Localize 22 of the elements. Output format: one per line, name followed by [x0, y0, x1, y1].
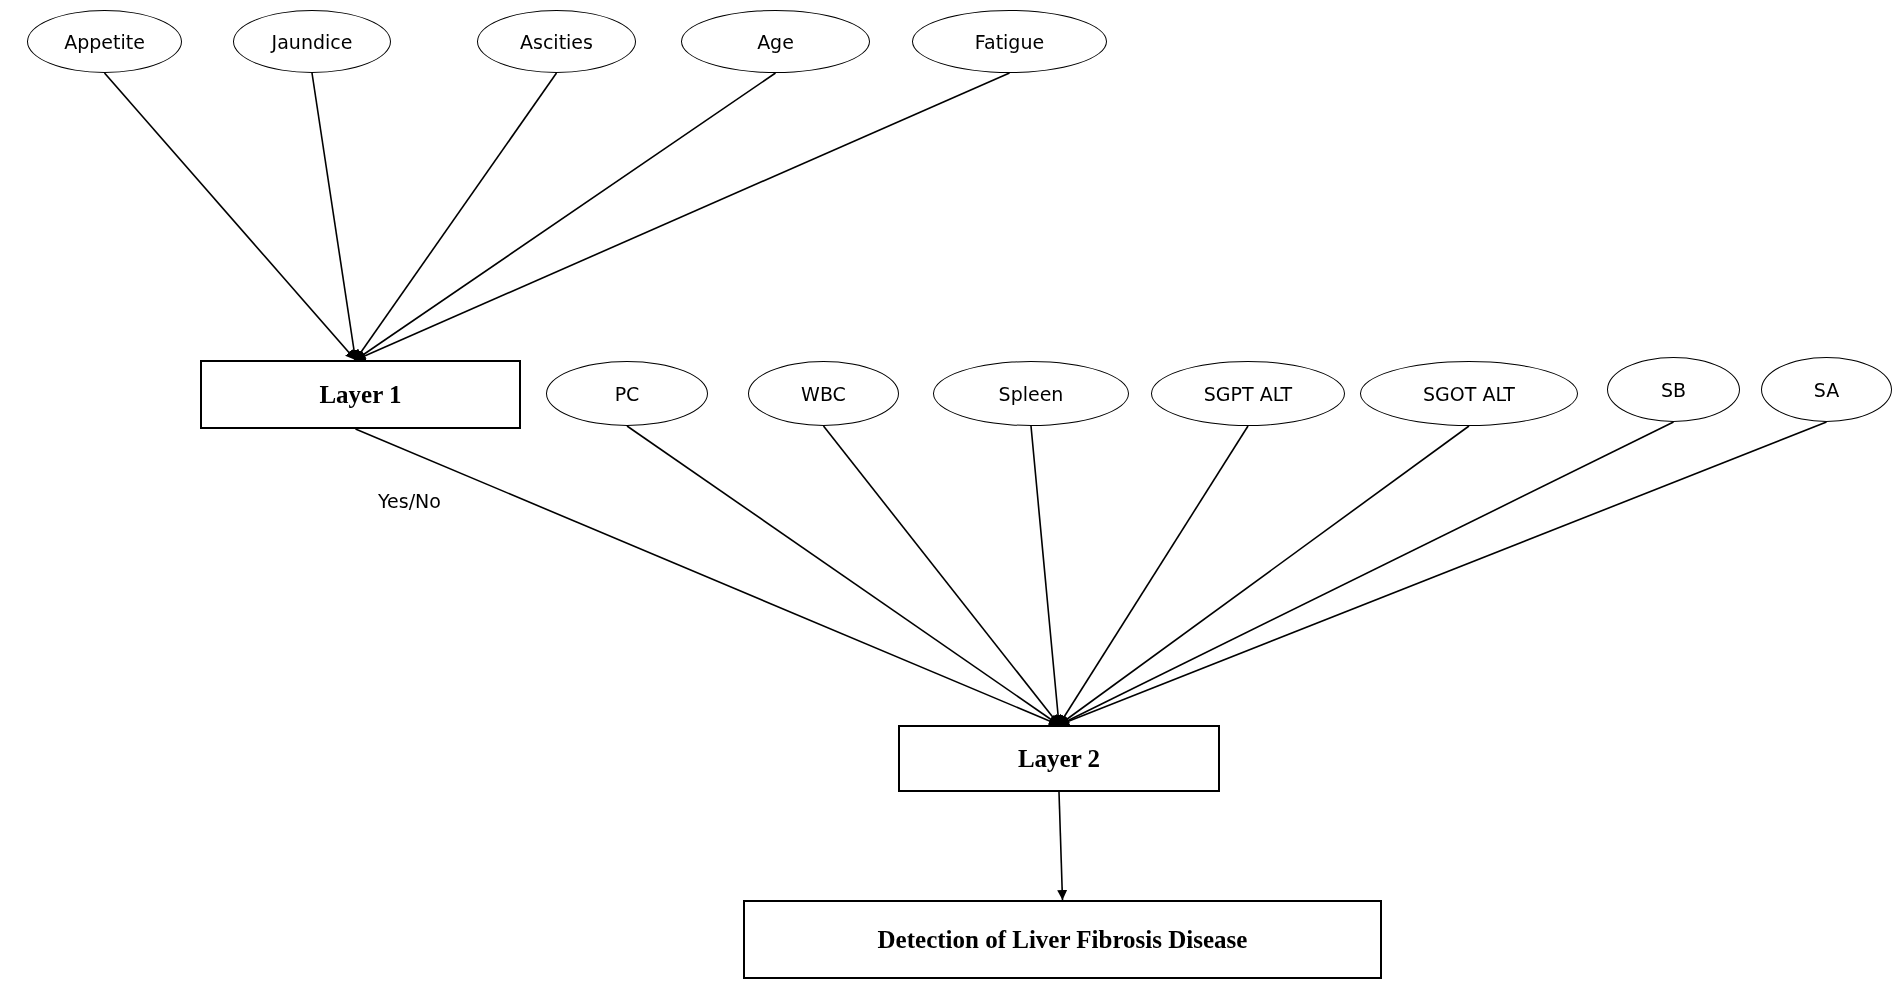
arrow	[1057, 791, 1068, 901]
input-ellipse: Spleen	[933, 361, 1129, 426]
arrow	[822, 425, 1060, 726]
input-ellipse: Ascities	[477, 10, 636, 73]
process-box: Detection of Liver Fibrosis Disease	[743, 900, 1382, 979]
input-ellipse: SA	[1761, 357, 1892, 422]
input-ellipse: SGOT ALT	[1360, 361, 1578, 426]
input-ellipse: Fatigue	[912, 10, 1107, 73]
input-ellipse: Age	[681, 10, 870, 73]
process-box: Layer 1	[200, 360, 521, 429]
input-ellipse: SB	[1607, 357, 1740, 422]
arrow	[354, 72, 1011, 361]
input-ellipse: PC	[546, 361, 708, 426]
input-ellipse: SGPT ALT	[1151, 361, 1345, 426]
input-ellipse: Appetite	[27, 10, 182, 73]
input-ellipse: Jaundice	[233, 10, 391, 73]
arrow	[103, 72, 357, 361]
input-ellipse: WBC	[748, 361, 899, 426]
arrow	[311, 72, 359, 361]
arrow	[354, 72, 558, 361]
arrow	[1058, 425, 1249, 726]
process-box: Layer 2	[898, 725, 1220, 792]
